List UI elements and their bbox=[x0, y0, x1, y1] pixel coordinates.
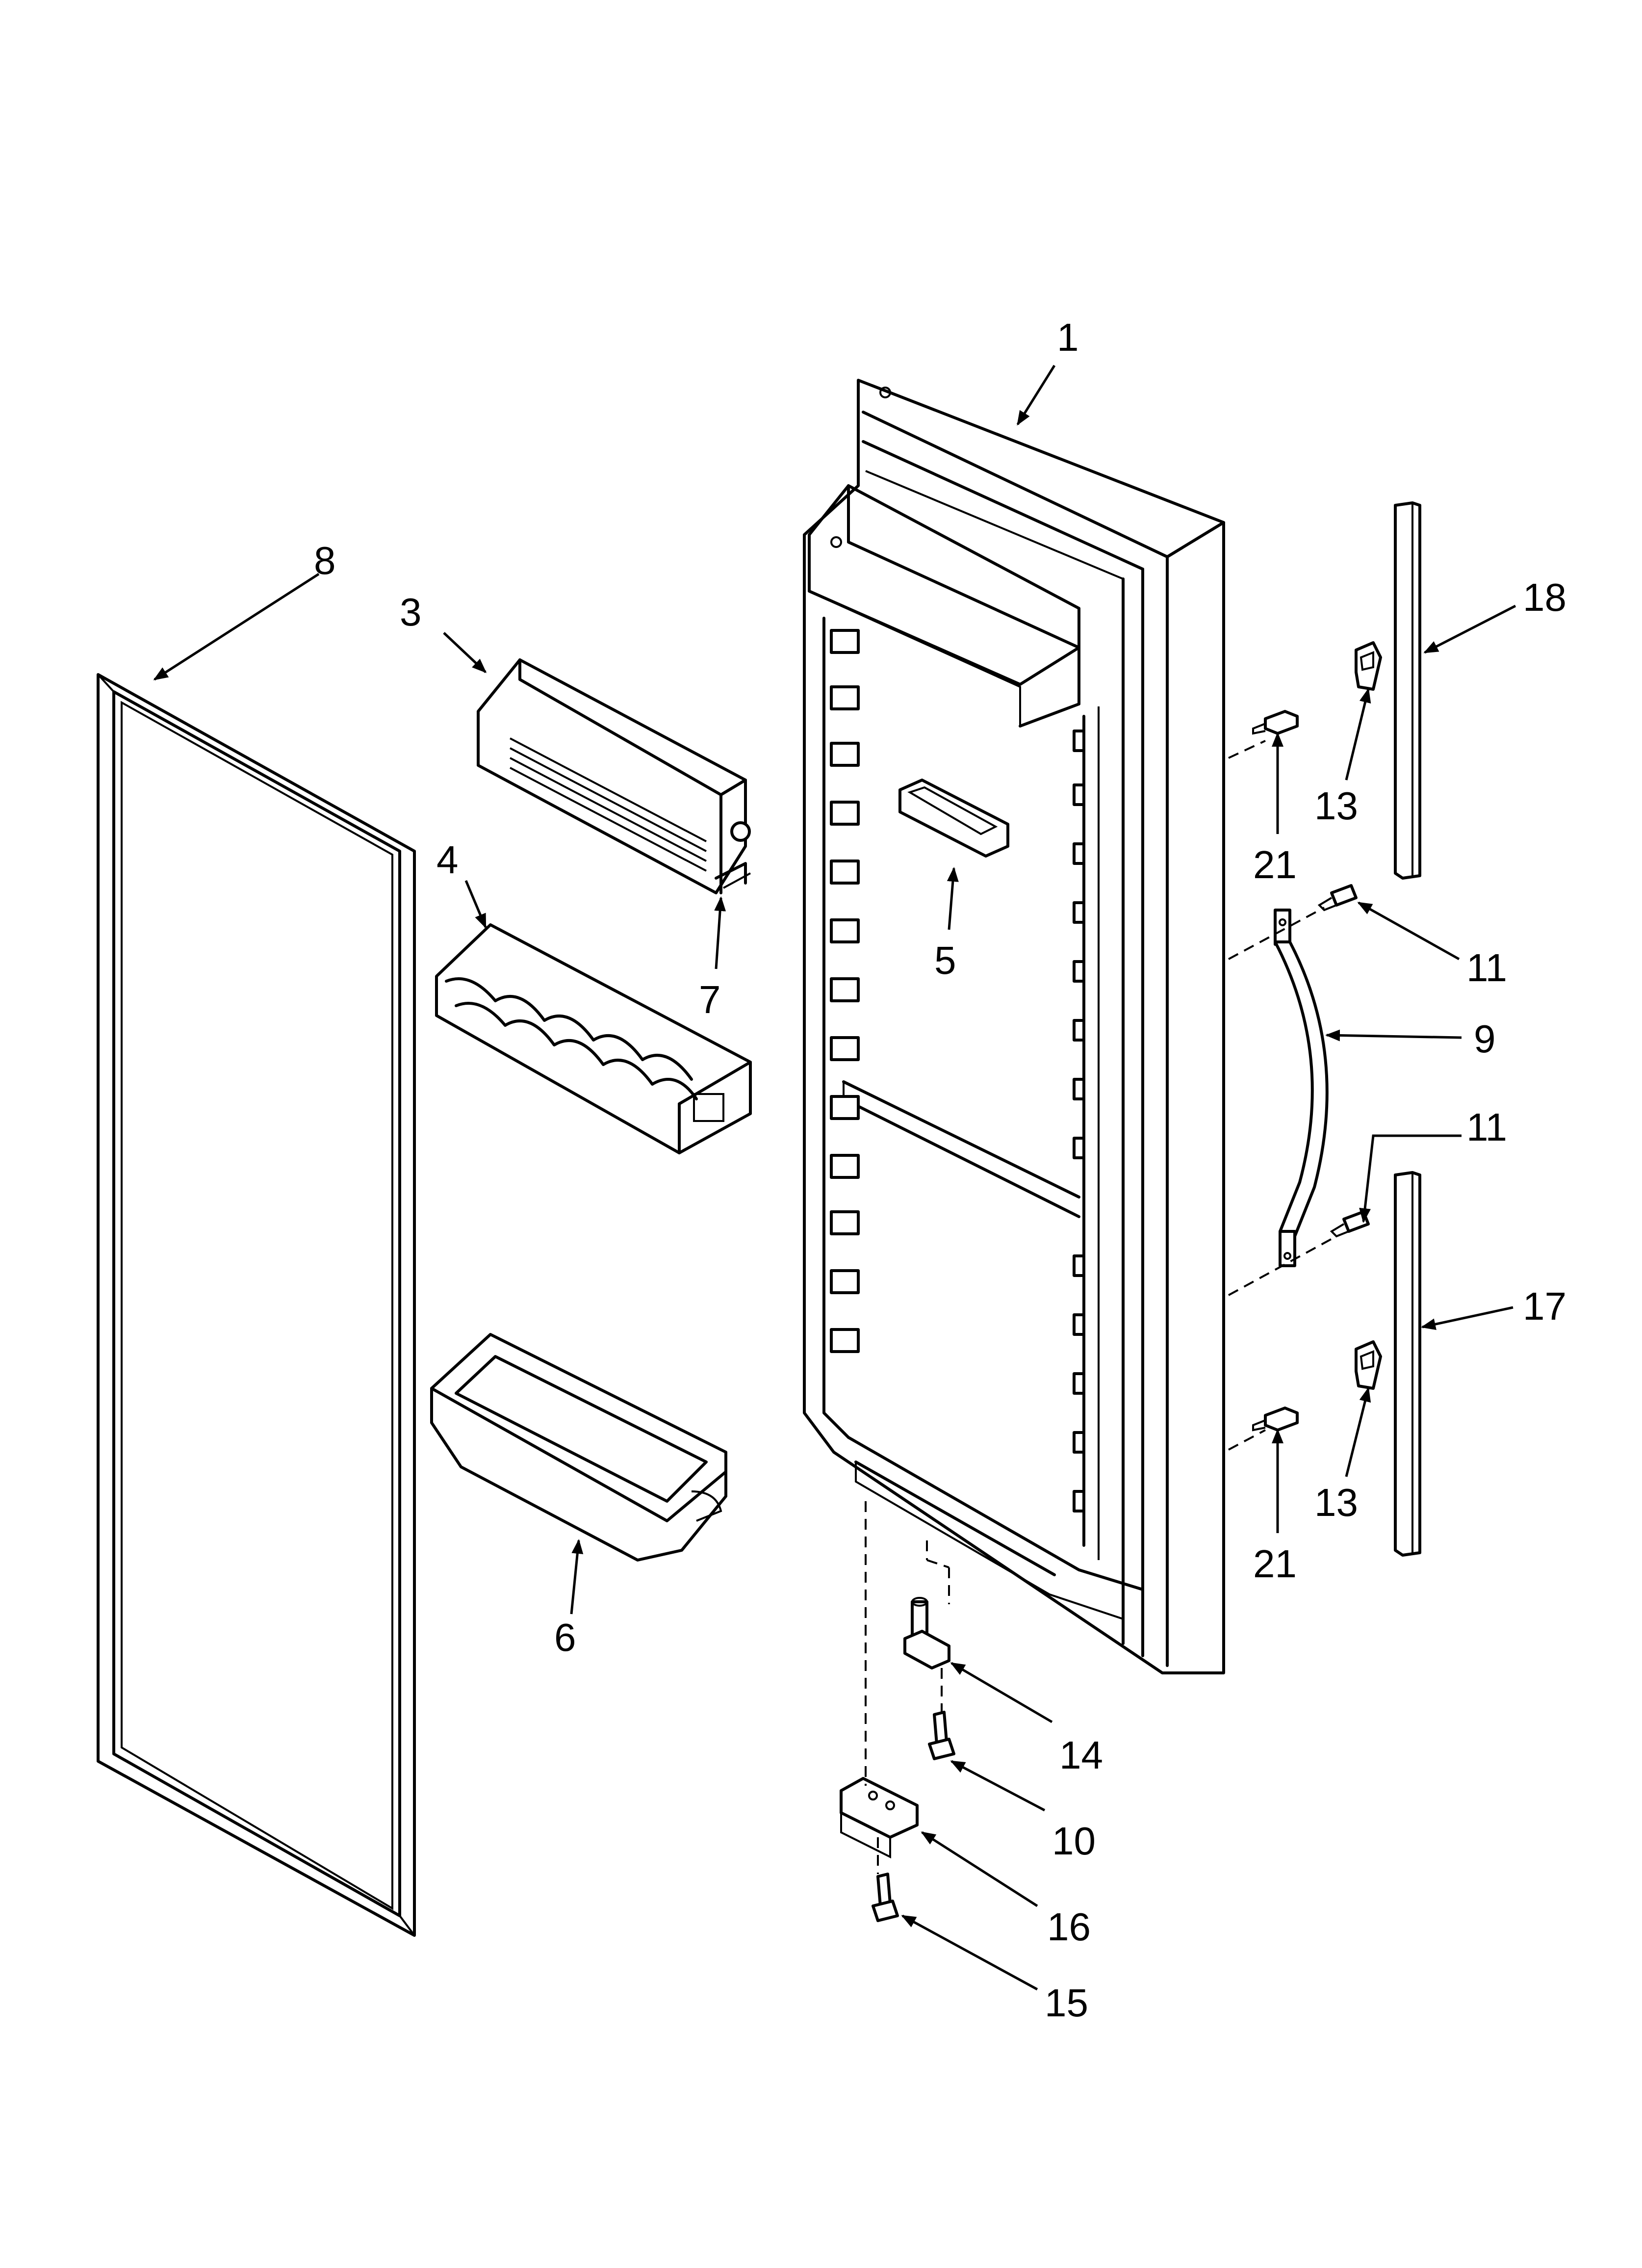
part-5-small-bin bbox=[898, 779, 1009, 858]
callout-21-upper: 21 bbox=[1253, 843, 1297, 886]
part-13-clip-lower bbox=[1355, 1340, 1382, 1390]
callout-18: 18 bbox=[1523, 575, 1566, 619]
callout-13-upper: 13 bbox=[1314, 784, 1358, 828]
part-6-large-bin bbox=[430, 1333, 727, 1562]
part-11-screw-upper bbox=[1317, 884, 1358, 912]
part-9-handle bbox=[1274, 909, 1329, 1267]
part-10-screw bbox=[928, 1711, 955, 1760]
callout-17: 17 bbox=[1523, 1284, 1566, 1328]
part-7-hinge-pin bbox=[715, 821, 751, 889]
callout-11-lower: 11 bbox=[1466, 1105, 1507, 1149]
alignment-lines bbox=[865, 740, 1337, 1874]
part-18-upper-trim bbox=[1394, 501, 1421, 880]
callout-7: 7 bbox=[699, 978, 721, 1021]
callout-21-lower: 21 bbox=[1253, 1542, 1297, 1586]
left-shelf-rail bbox=[830, 629, 860, 1353]
part-15-screw bbox=[872, 1873, 899, 1922]
part-8-door-gasket bbox=[97, 673, 416, 1937]
right-shelf-rail bbox=[1073, 730, 1085, 1512]
callout-16: 16 bbox=[1047, 1905, 1091, 1949]
callout-3: 3 bbox=[400, 590, 422, 634]
part-11-screw-lower bbox=[1330, 1210, 1370, 1238]
callout-14: 14 bbox=[1059, 1733, 1103, 1777]
part-21-screw-lower bbox=[1252, 1407, 1299, 1432]
callout-9: 9 bbox=[1474, 1017, 1496, 1061]
part-3-dairy-door bbox=[477, 658, 747, 894]
callout-15: 15 bbox=[1045, 1981, 1088, 2025]
part-17-lower-trim bbox=[1394, 1171, 1421, 1557]
part-14-hinge-pin bbox=[903, 1597, 950, 1669]
callout-5: 5 bbox=[934, 938, 956, 982]
callout-10: 10 bbox=[1052, 1819, 1096, 1863]
callout-4: 4 bbox=[436, 838, 459, 882]
part-16-hinge-bracket bbox=[840, 1777, 919, 1859]
part-4-egg-tray bbox=[435, 923, 752, 1154]
callout-6: 6 bbox=[554, 1616, 576, 1659]
callout-1: 1 bbox=[1057, 315, 1079, 359]
part-21-screw-upper bbox=[1252, 710, 1299, 735]
part-13-clip-upper bbox=[1355, 641, 1382, 691]
part-1-door-assembly bbox=[803, 379, 1225, 1674]
leader-arrows bbox=[153, 365, 1516, 1991]
callout-8: 8 bbox=[314, 539, 336, 582]
callout-13-lower: 13 bbox=[1314, 1481, 1358, 1524]
callout-11-upper: 11 bbox=[1466, 946, 1507, 990]
callout-labels: 1 3 4 5 6 7 8 9 10 11 11 13 13 14 15 16 … bbox=[314, 315, 1566, 2025]
